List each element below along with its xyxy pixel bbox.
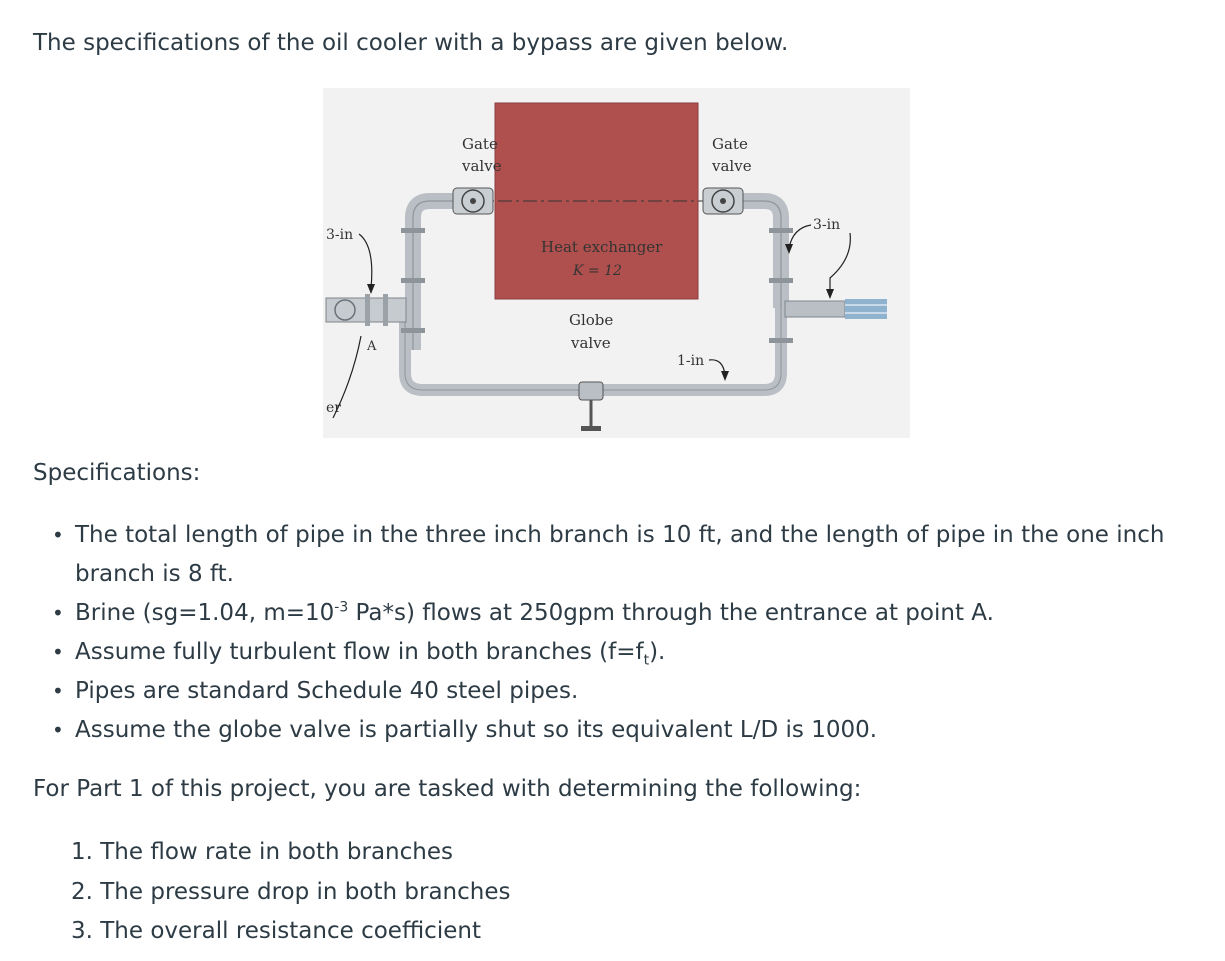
task-item: 3. The overall resistance coefficient [71,918,481,944]
heat-exchanger-label: Heat exchanger [541,238,663,256]
partial-label: er [326,400,341,416]
gate-valve-right-label-1: Gate [712,135,748,153]
spec-item-brine: Brine (sg=1.04, m=10-3 Pa*s) flows at 25… [52,594,1185,633]
gate-valve-right [702,187,744,215]
pipe-size-3in-left: 3-in [326,227,353,243]
gate-valve-left [452,187,494,215]
gate-valve-left-label-1: Gate [462,135,498,153]
spec-item-pipe-length: The total length of pipe in the three in… [52,516,1185,594]
point-a-label: A [366,339,377,354]
task-item: 1. The flow rate in both branches [71,839,453,865]
arrow-flow-right [829,232,851,293]
oil-cooler-diagram: Gate valve Gate valve Heat exchanger K =… [323,88,910,438]
outlet-flow [845,299,887,319]
k-value-label: K = 12 [572,263,622,279]
arrow-3in-left [358,233,373,289]
task-intro: For Part 1 of this project, you are task… [33,776,862,802]
arrow-inlet [332,335,362,419]
specifications-heading: Specifications: [33,460,201,486]
globe-valve-label-2: valve [570,334,611,352]
spec-item-turbulent: Assume fully turbulent flow in both bran… [52,633,1185,672]
globe-valve [578,381,604,431]
task-list: 1. The flow rate in both branches 2. The… [71,833,510,952]
task-item: 2. The pressure drop in both branches [71,878,511,905]
gate-valve-left-label-2: valve [461,157,502,175]
pipe-size-1in: 1-in [677,353,704,369]
spec-item-globe-valve: Assume the globe valve is partially shut… [52,711,1185,750]
spec-item-pipes: Pipes are standard Schedule 40 steel pip… [52,672,1185,711]
intro-text: The specifications of the oil cooler wit… [33,30,789,56]
outlet-pipe [784,300,846,318]
gate-valve-right-label-2: valve [711,157,752,175]
specifications-list: The total length of pipe in the three in… [52,516,1185,750]
pipe-size-3in-right: 3-in [813,217,840,233]
globe-valve-label-1: Globe [569,311,613,329]
